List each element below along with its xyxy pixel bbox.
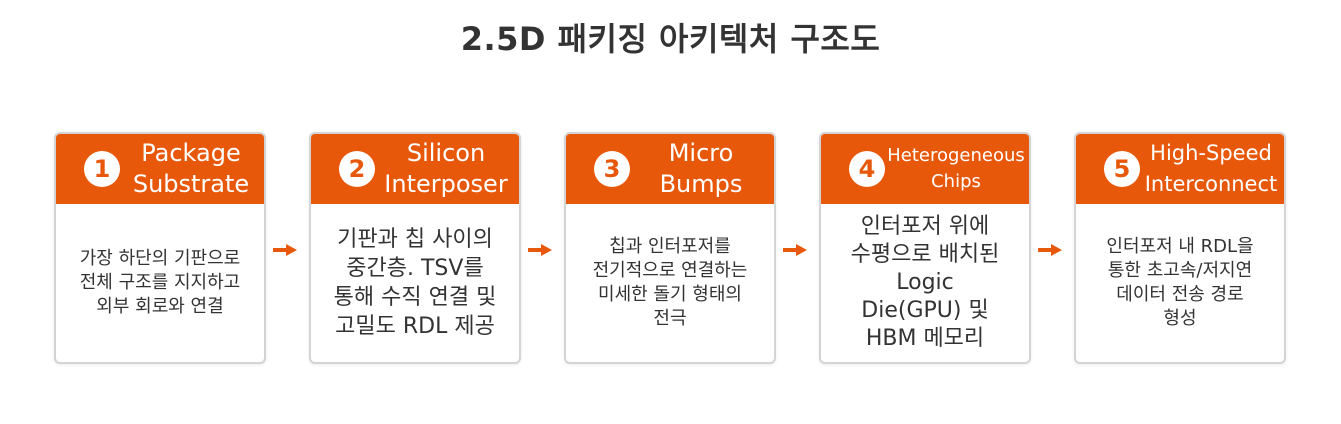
arrow-right-icon	[273, 244, 297, 256]
step-number-badge: 5	[1104, 151, 1140, 187]
step-title: Heterogeneous Chips	[883, 138, 1029, 200]
step-title: Silicon Interposer	[373, 138, 519, 200]
step-title-line: Package	[141, 139, 241, 167]
step-description: 칩과 인터포저를 전기적으로 연결하는 미세한 돌기 형태의 전극	[592, 236, 748, 329]
step-title: Micro Bumps	[628, 138, 774, 200]
step-header: 2 Silicon Interposer	[311, 134, 519, 204]
step-number-badge: 2	[339, 151, 375, 187]
step-card-heterogeneous-chips: 4 Heterogeneous Chips 인터포저 위에 수평으로 배치된 L…	[819, 132, 1031, 364]
step-title-line: High-Speed	[1150, 141, 1272, 165]
step-card-high-speed-interconnect: 5 High-Speed Interconnect 인터포저 내 RDL을 통한…	[1074, 132, 1286, 364]
step-header: 1 Package Substrate	[56, 134, 264, 204]
step-title-line: Chips	[931, 171, 981, 192]
step-description: 인터포저 위에 수평으로 배치된 Logic Die(GPU) 및 HBM 메모…	[850, 214, 1000, 351]
step-card-package-substrate: 1 Package Substrate 가장 하단의 기판으로 전체 구조를 지…	[54, 132, 266, 364]
arrow-right-icon	[528, 244, 552, 256]
step-title-line: Bumps	[659, 170, 743, 198]
step-card-silicon-interposer: 2 Silicon Interposer 기판과 칩 사이의 중간층. TSV를…	[309, 132, 521, 364]
step-header: 3 Micro Bumps	[566, 134, 774, 204]
step-number-badge: 4	[849, 151, 885, 187]
step-header: 5 High-Speed Interconnect	[1076, 134, 1284, 204]
step-title-line: Heterogeneous	[887, 145, 1025, 166]
step-description: 가장 하단의 기판으로 전체 구조를 지지하고 외부 회로와 연결	[79, 248, 241, 317]
step-title-line: Interconnect	[1144, 172, 1278, 196]
arrow-right-icon	[1038, 244, 1062, 256]
step-card-micro-bumps: 3 Micro Bumps 칩과 인터포저를 전기적으로 연결하는 미세한 돌기…	[564, 132, 776, 364]
step-title-line: Silicon	[406, 139, 486, 167]
step-header: 4 Heterogeneous Chips	[821, 134, 1029, 204]
step-title: High-Speed Interconnect	[1138, 138, 1284, 200]
step-description: 인터포저 내 RDL을 통한 초고속/저지연 데이터 전송 경로 형성	[1106, 236, 1254, 329]
arrow-right-icon	[783, 244, 807, 256]
step-number-badge: 1	[84, 151, 120, 187]
step-title-line: Micro	[668, 139, 734, 167]
step-description: 기판과 칩 사이의 중간층. TSV를 통해 수직 연결 및 고밀도 RDL 제…	[333, 227, 497, 339]
step-title-line: Interposer	[384, 170, 508, 198]
step-title-line: Substrate	[132, 170, 250, 198]
step-number-badge: 3	[594, 151, 630, 187]
step-title: Package Substrate	[118, 138, 264, 200]
diagram-title: 2.5D 패키징 아키텍처 구조도	[460, 20, 881, 58]
